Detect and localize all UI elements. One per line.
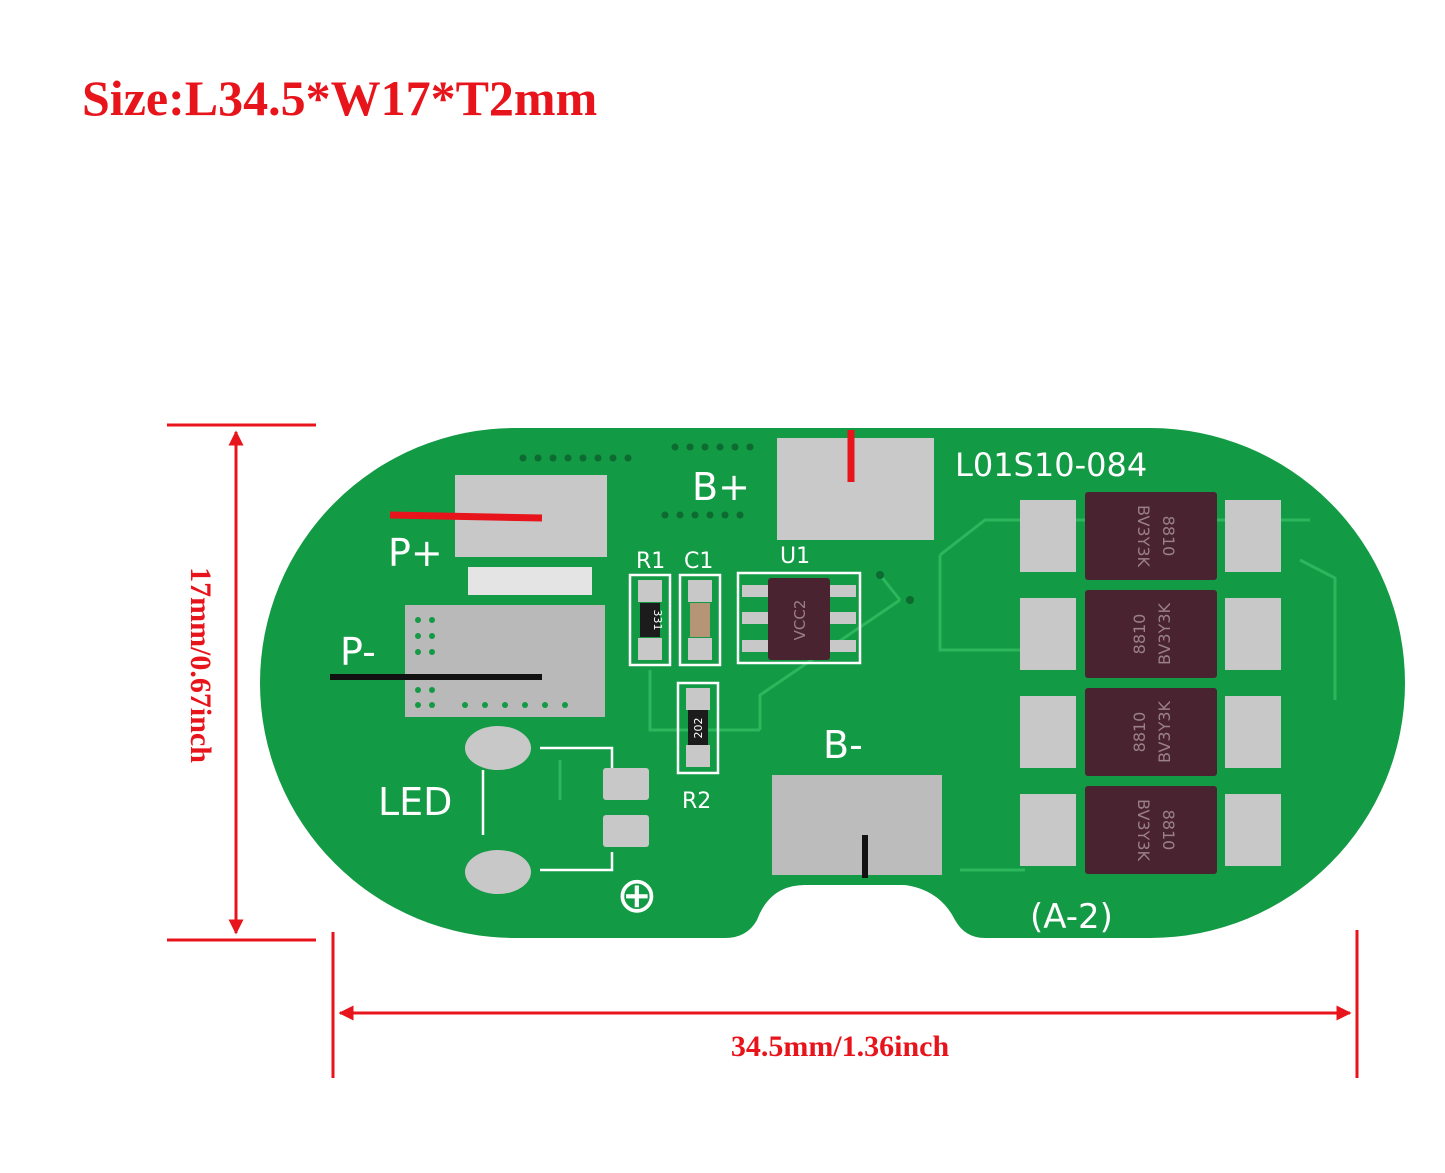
label-c1: C1 — [684, 549, 713, 574]
label-model: L01S10-084 — [955, 446, 1147, 484]
mosfet-4 — [1020, 786, 1281, 874]
c1-outline — [678, 573, 722, 667]
pad-p-minus — [405, 605, 605, 717]
p-minus-perforation — [415, 617, 568, 708]
label-b-minus: B- — [823, 723, 863, 767]
u1-code: VCC2 — [791, 600, 809, 641]
u1-pins — [742, 585, 856, 652]
led-pad-bottom — [465, 850, 531, 894]
height-dimension-label: 17mm/0.67inch — [184, 567, 217, 763]
led-smd-pad-top — [603, 768, 649, 800]
label-r2: R2 — [682, 789, 711, 814]
mosfet-4-code-a: 8810 — [1159, 810, 1178, 851]
label-p-minus: P- — [340, 630, 376, 674]
label-r1: R1 — [636, 549, 665, 574]
pad-b-minus — [772, 775, 942, 875]
pad-p-plus-lower — [468, 567, 592, 595]
vias-top — [519, 443, 914, 604]
c1-pad-bottom — [688, 638, 712, 660]
label-led: LED — [378, 780, 452, 824]
mosfet-2 — [1020, 590, 1281, 678]
led-pad-top — [465, 726, 531, 770]
mosfet-2-code-b: BV3Y3K — [1155, 602, 1174, 665]
r2-body — [688, 710, 708, 745]
red-wire — [389, 511, 543, 522]
r1-pad-bottom — [638, 638, 662, 660]
r1-body — [640, 603, 660, 637]
plus-symbol: ⊕ — [616, 866, 658, 924]
pad-b-plus — [777, 438, 934, 540]
r2-pad-bottom — [686, 745, 710, 767]
c1-pad-top — [688, 580, 712, 602]
label-b-plus: B+ — [692, 465, 750, 509]
r2-outline — [676, 681, 720, 775]
r1-outline — [628, 573, 672, 667]
label-u1: U1 — [780, 544, 810, 569]
width-dimension-label: 34.5mm/1.36inch — [730, 1030, 950, 1063]
label-p-plus: P+ — [388, 531, 443, 575]
mosfet-4-code-b: BV3Y3K — [1134, 799, 1153, 862]
r2-pad-top — [686, 688, 710, 710]
led-smd-pad-bottom — [603, 815, 649, 847]
c1-body — [690, 603, 710, 637]
mosfet-1-code-a: 8810 — [1159, 516, 1178, 557]
mosfet-3 — [1020, 688, 1281, 776]
board-edge-line — [1299, 558, 1337, 700]
r1-code: 331 — [651, 610, 664, 631]
mosfet-3-code-b: BV3Y3K — [1155, 700, 1174, 763]
u1-outline — [736, 571, 862, 665]
r1-pad-top — [638, 580, 662, 602]
size-title: Size:L34.5*W17*T2mm — [82, 70, 598, 126]
mosfet-1-code-b: BV3Y3K — [1134, 505, 1153, 568]
label-revision: (A-2) — [1030, 897, 1113, 937]
mosfet-2-code-a: 8810 — [1130, 614, 1149, 655]
r2-code: 202 — [692, 718, 705, 739]
u1-chip — [768, 578, 830, 660]
mosfet-3-code-a: 8810 — [1130, 712, 1149, 753]
mosfet-1 — [1020, 492, 1281, 580]
